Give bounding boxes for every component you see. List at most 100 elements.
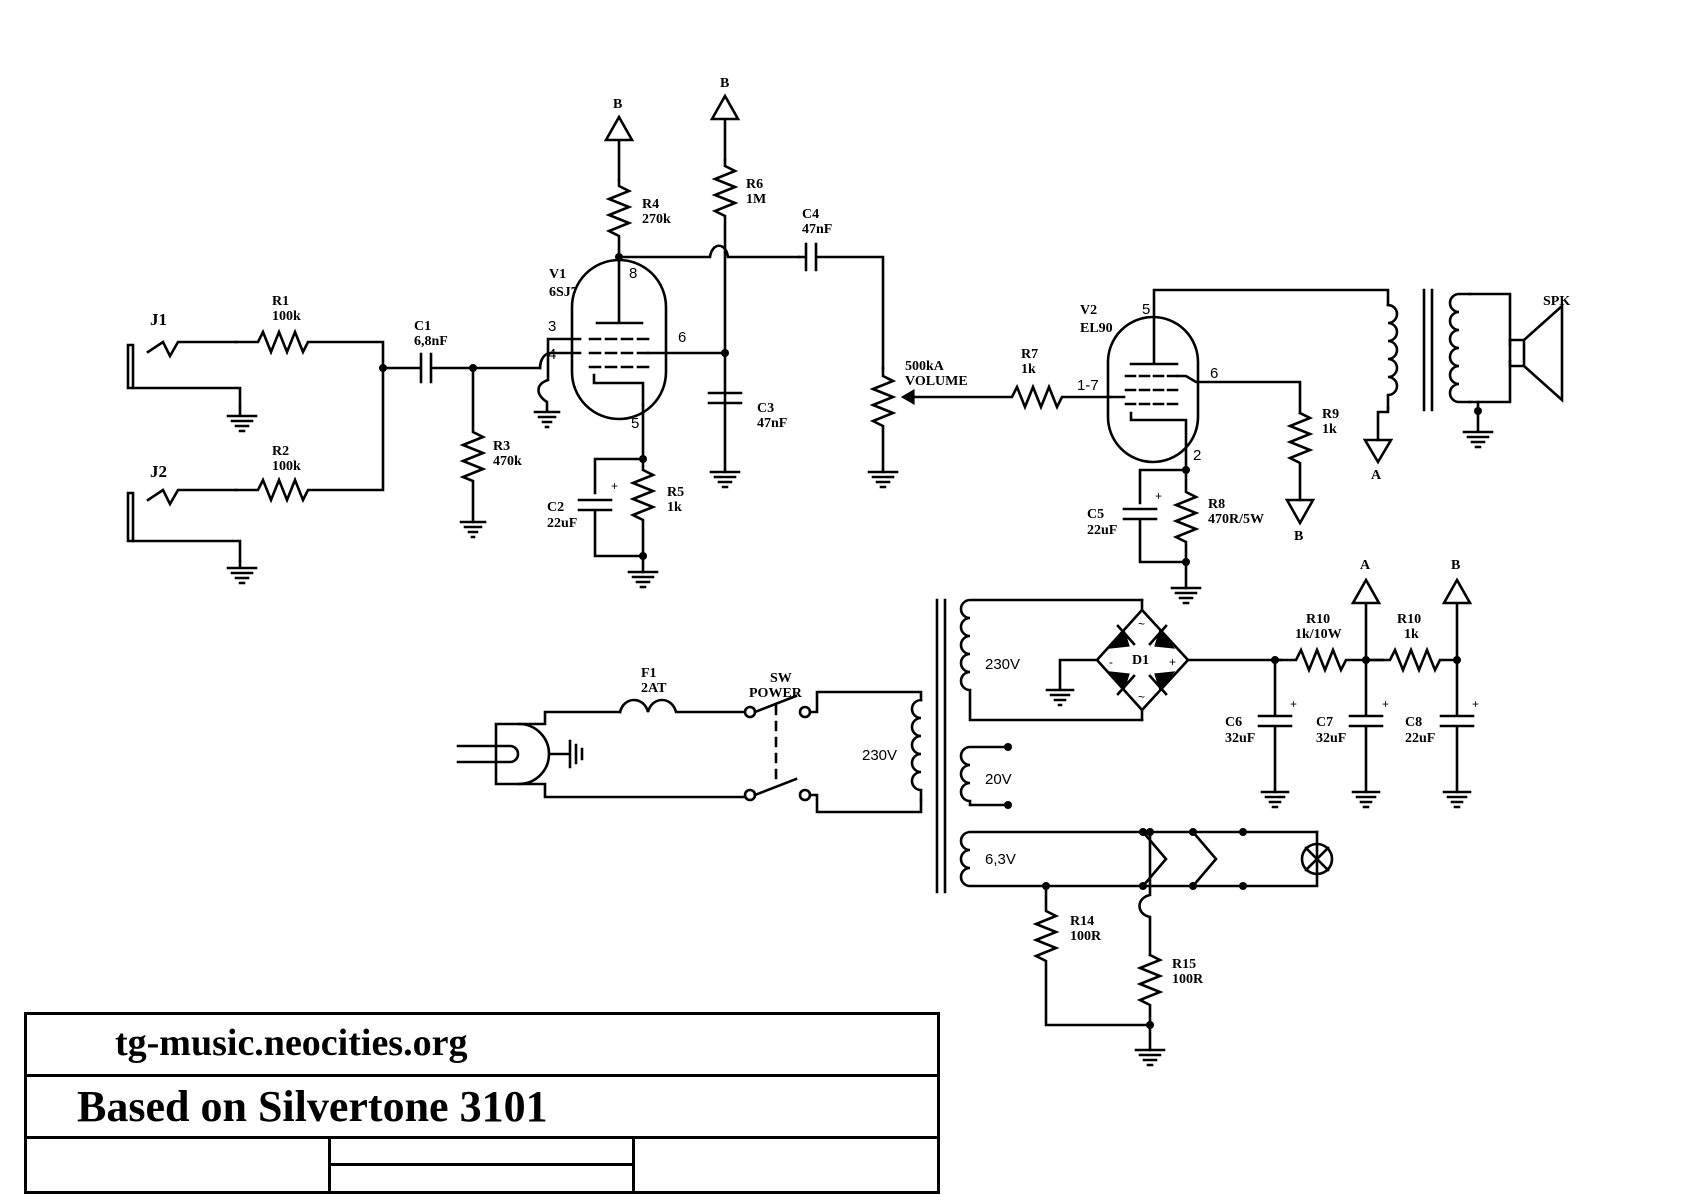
v2-label: V2 (1080, 303, 1097, 318)
c5-value: 22uF (1087, 523, 1117, 538)
d1-plus: + (1169, 655, 1176, 669)
capacitor-c2: + C2 22uF (547, 457, 645, 558)
d1-ac-top: ~ (1138, 617, 1145, 631)
v2-pin5: 5 (1142, 301, 1150, 318)
rail-b-r6: B (709, 76, 741, 162)
r3-label: R3 (493, 439, 510, 454)
r8-label: R8 (1208, 497, 1225, 512)
r5-label: R5 (667, 485, 684, 500)
v1-pin4: 4 (548, 346, 556, 363)
junction-c2-gnd (639, 552, 647, 560)
capacitor-c6: + C6 32uF (1225, 658, 1297, 809)
capacitor-c4: C4 47nF (797, 207, 885, 370)
title-cell-right (635, 1139, 937, 1191)
center-tap-wiring (1138, 828, 1154, 957)
title-cell-mid-top (331, 1139, 635, 1166)
hv-winding-label: 230V (985, 656, 1020, 673)
c2-value: 22uF (547, 516, 577, 531)
r8-value: 470R/5W (1208, 512, 1264, 527)
power-switch: SW POWER (743, 671, 923, 814)
c6-value: 32uF (1225, 731, 1255, 746)
capacitor-c7: + C7 32uF (1316, 658, 1389, 809)
rail-b-label-2: B (720, 76, 729, 91)
c5-plus: + (1155, 489, 1162, 503)
title-row-website: tg-music.neocities.org (27, 1015, 937, 1077)
title-cell-left (27, 1139, 331, 1191)
r15-label: R15 (1172, 957, 1196, 972)
resistor-r10a: R10 1k/10W (1273, 612, 1385, 674)
speaker: SPK (1508, 294, 1570, 403)
title-cell-mid-bottom (331, 1166, 635, 1191)
c8-label: C8 (1405, 715, 1422, 730)
c6-plus: + (1290, 697, 1297, 711)
r7-label: R7 (1021, 347, 1038, 362)
r14-label: R14 (1070, 914, 1094, 929)
sw-label: SW (770, 671, 792, 686)
rail-b-label-3: B (1294, 529, 1303, 544)
r5-value: 1k (667, 500, 682, 515)
fuse-f1: F1 2AT (618, 666, 746, 714)
v2-pin1-7: 1-7 (1077, 377, 1099, 394)
title-block: tg-music.neocities.org Based on Silverto… (24, 1012, 940, 1194)
resistor-r14: R14 100R (1032, 884, 1152, 1027)
ground-v1-cathode (627, 570, 659, 589)
r4-label: R4 (642, 197, 659, 212)
r6-value: 1M (746, 192, 766, 207)
c3-value: 47nF (757, 416, 787, 431)
v2-pin2: 2 (1193, 447, 1201, 464)
ground-speaker (1462, 400, 1494, 449)
resistor-r4: R4 270k (605, 178, 671, 258)
ground-heater (1134, 1048, 1166, 1067)
c7-label: C7 (1316, 715, 1333, 730)
j1-label: J1 (150, 310, 167, 329)
r2-value: 100k (272, 459, 301, 474)
speaker-label: SPK (1543, 294, 1570, 309)
r4-value: 270k (642, 212, 671, 227)
resistor-r7: R7 1k (912, 347, 1112, 411)
capacitor-c1: C1 6,8nF (381, 319, 542, 384)
power-transformer: 230V 230V 20V 6,3V (862, 598, 1319, 894)
r9-value: 1k (1322, 422, 1337, 437)
r2-label: R2 (272, 444, 289, 459)
rail-b-label-1: B (613, 97, 622, 112)
v1-pin3: 3 (548, 318, 556, 335)
d1-minus: - (1109, 655, 1113, 669)
c3-label: C3 (757, 401, 774, 416)
heater-wiring (1042, 828, 1334, 890)
c8-plus: + (1472, 697, 1479, 711)
rail-b-v1: B (603, 97, 635, 182)
primary-winding-label: 230V (862, 747, 897, 764)
r10a-label: R10 (1306, 612, 1330, 627)
rail-b-psu: B (1441, 558, 1473, 662)
volume-potentiometer: 500kA VOLUME (867, 359, 968, 489)
bridge-rectifier-d1: D1 ~ ~ - + (1045, 598, 1283, 722)
website-text: tg-music.neocities.org (115, 1022, 468, 1064)
title-row-basis: Based on Silvertone 3101 (27, 1077, 937, 1139)
r10a-value: 1k/10W (1295, 627, 1342, 642)
resistor-r8: R8 470R/5W (1172, 468, 1264, 590)
c8-value: 22uF (1405, 731, 1435, 746)
d1-label: D1 (1132, 653, 1149, 668)
junction-screen-v1 (721, 349, 729, 357)
r6-label: R6 (746, 177, 763, 192)
r1-value: 100k (272, 309, 301, 324)
v2-pin6: 6 (1210, 365, 1218, 382)
r9-label: R9 (1322, 407, 1339, 422)
tube-v1: V1 6SJ7 8 3 4 6 5 (533, 258, 727, 432)
basis-text: Based on Silvertone 3101 (77, 1082, 548, 1131)
ground-v2-cathode (1170, 586, 1202, 605)
junction-heater-gnd (1146, 1021, 1154, 1029)
rail-a-label-1: A (1371, 468, 1382, 483)
r1-label: R1 (272, 294, 289, 309)
resistor-r2: R2 100k (234, 366, 385, 504)
resistor-r6: R6 1M (711, 158, 766, 474)
mains-plug (456, 710, 746, 799)
volume-value: 500kA (905, 359, 945, 374)
f1-value: 2AT (641, 681, 667, 696)
rail-b-label-4: B (1451, 558, 1460, 573)
sw-name: POWER (749, 686, 803, 701)
input-jack-j1: J1 (126, 310, 258, 433)
v1-pin5: 5 (631, 415, 639, 432)
capacitor-c3: C3 47nF (707, 391, 787, 489)
r3-value: 470k (493, 454, 522, 469)
